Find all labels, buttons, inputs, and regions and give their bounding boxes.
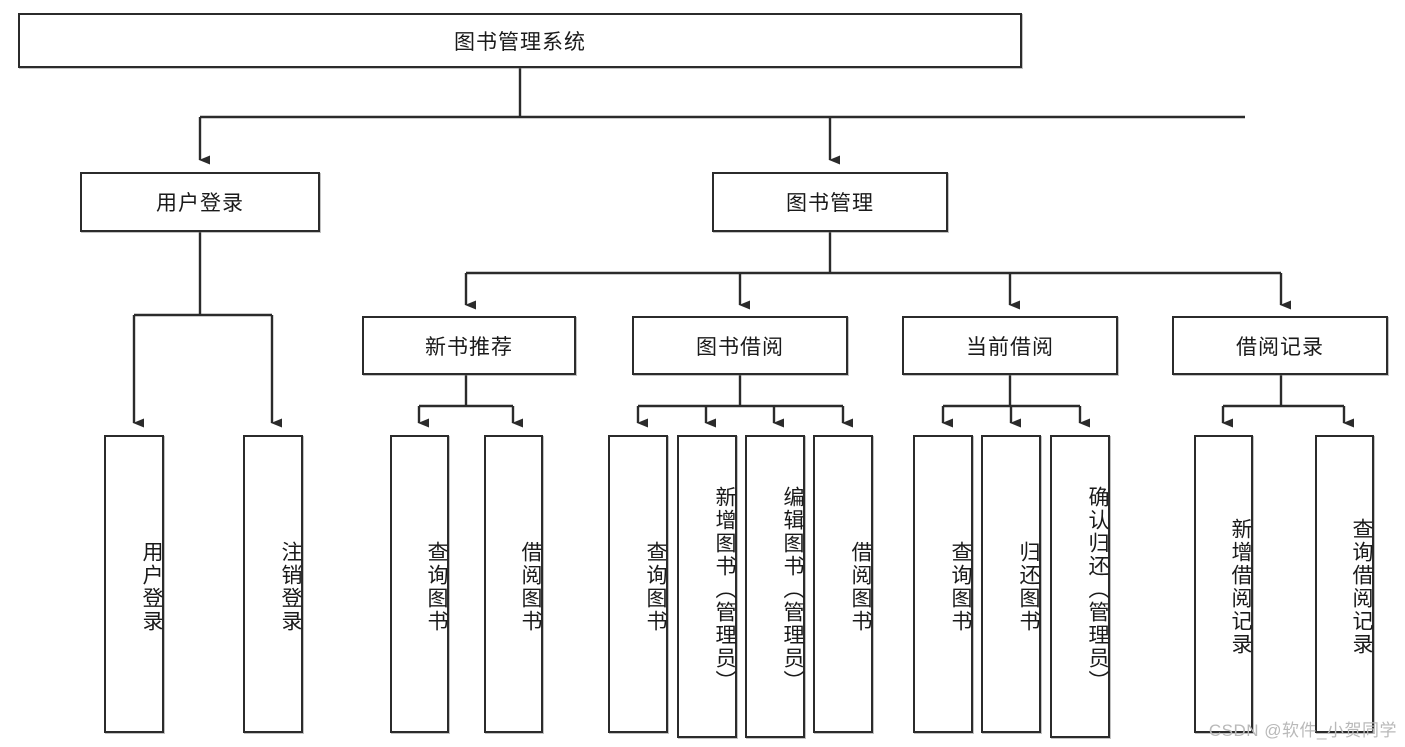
leaf-borrow-record-add[interactable]: 新增借阅记录 [1194, 435, 1253, 733]
leaf-current-borrow-return[interactable]: 归还图书 [981, 435, 1041, 733]
node-label: 新增借阅记录 [1229, 518, 1252, 656]
leaf-current-borrow-query[interactable]: 查询图书 [913, 435, 973, 733]
node-user-login[interactable]: 用户登录 [80, 172, 320, 232]
leaf-current-borrow-confirm-return[interactable]: 确认归还（管理员） [1050, 435, 1110, 738]
node-book-borrow[interactable]: 图书借阅 [632, 316, 848, 375]
node-label: 归还图书 [1017, 541, 1040, 633]
leaf-user-login-logout[interactable]: 注销登录 [243, 435, 303, 733]
node-label: 新增图书（管理员） [713, 486, 736, 693]
node-label: 查询借阅记录 [1350, 518, 1373, 656]
node-label: 图书管理系统 [454, 30, 586, 54]
node-borrow-record[interactable]: 借阅记录 [1172, 316, 1388, 375]
leaf-book-borrow-edit[interactable]: 编辑图书（管理员） [745, 435, 805, 738]
leaf-new-book-query[interactable]: 查询图书 [390, 435, 449, 733]
node-label: 图书借阅 [696, 335, 784, 359]
node-label: 查询图书 [425, 541, 448, 633]
node-label: 新书推荐 [425, 335, 513, 359]
leaf-book-borrow-query[interactable]: 查询图书 [608, 435, 668, 733]
node-label: 图书管理 [786, 192, 874, 215]
node-label: 用户登录 [140, 541, 163, 633]
node-label: 借阅图书 [849, 541, 872, 633]
node-label: 编辑图书（管理员） [781, 486, 804, 693]
leaf-new-book-borrow[interactable]: 借阅图书 [484, 435, 543, 733]
node-book-management[interactable]: 图书管理 [712, 172, 948, 232]
node-label: 确认归还（管理员） [1086, 486, 1109, 693]
node-label: 注销登录 [279, 541, 302, 633]
leaf-user-login-login[interactable]: 用户登录 [104, 435, 164, 733]
node-label: 查询图书 [644, 541, 667, 633]
node-label: 借阅记录 [1236, 335, 1324, 359]
node-new-book-recommend[interactable]: 新书推荐 [362, 316, 576, 375]
leaf-borrow-record-query[interactable]: 查询借阅记录 [1315, 435, 1374, 733]
node-label: 借阅图书 [519, 541, 542, 633]
leaf-book-borrow-lend[interactable]: 借阅图书 [813, 435, 873, 733]
node-label: 查询图书 [949, 541, 972, 633]
node-label: 用户登录 [156, 192, 244, 215]
node-current-borrow[interactable]: 当前借阅 [902, 316, 1118, 375]
node-label: 当前借阅 [966, 335, 1054, 359]
leaf-book-borrow-add[interactable]: 新增图书（管理员） [677, 435, 737, 738]
node-root-system[interactable]: 图书管理系统 [18, 13, 1022, 68]
